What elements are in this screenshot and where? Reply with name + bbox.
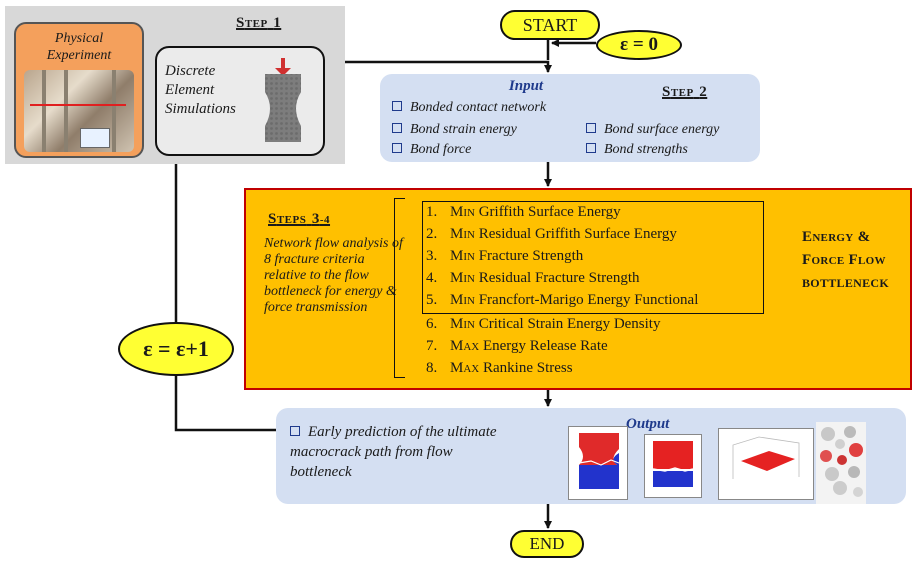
output-title: Output [626, 416, 670, 432]
criteria-brace [394, 198, 405, 378]
criterion-2: 2.MIN Residual Griffith Surface Energy [426, 226, 677, 242]
criterion-8: 8.MAX Rankine Stress [426, 360, 573, 376]
epsilon-init: ε = 0 [596, 30, 682, 60]
steps34-box: STEPS 3-4 Network flow analysis of 8 fra… [244, 188, 912, 390]
output-box: Early prediction of the ultimate macrocr… [276, 408, 906, 504]
simulation-label: Discrete Element Simulations [165, 63, 236, 117]
bottleneck-criteria-frame [422, 201, 764, 314]
step1-title: STEP 1 [236, 15, 282, 31]
physical-experiment-label: Physical Experiment [46, 31, 112, 63]
experiment-photo [24, 70, 134, 152]
checkbox-icon [392, 143, 402, 153]
step2-title: STEP 2 [662, 84, 708, 100]
criterion-6: 6.MIN Critical Strain Energy Density [426, 316, 661, 332]
input-title: Input [508, 78, 544, 94]
checkbox-icon [586, 123, 596, 133]
criterion-4: 4.MIN Residual Fracture Strength [426, 270, 640, 286]
specimen-icon [265, 58, 301, 142]
bottleneck-line-1: ENERGY & [802, 229, 871, 245]
input-item: Bonded contact network [392, 100, 546, 116]
checkbox-icon [392, 101, 402, 111]
criterion-3: 3.MIN Fracture Strength [426, 248, 584, 264]
output-description: Early prediction of the ultimate macrocr… [290, 424, 497, 480]
criterion-1: 1.MIN Griffith Surface Energy [426, 204, 621, 220]
criterion-5: 5.MIN Francfort-Marigo Energy Functional [426, 292, 699, 308]
bottleneck-surface-plot [718, 428, 814, 500]
input-item: Bond strain energy [392, 122, 517, 138]
checkbox-icon [586, 143, 596, 153]
bottleneck-line-2: FORCE FLOW [802, 252, 886, 268]
steps34-title: STEPS 3-4 [268, 211, 331, 227]
simulation-box: Discrete Element Simulations [155, 46, 325, 156]
particle-specimen-render [816, 422, 866, 504]
start-terminal: START [500, 10, 600, 40]
checkbox-icon [290, 426, 300, 436]
criterion-7: 7.MAX Energy Release Rate [426, 338, 608, 354]
checkbox-icon [392, 123, 402, 133]
energy-force-bottleneck-label: ENERGY & FORCE FLOW bottleneck [802, 226, 912, 294]
crack-prediction-plot-2 [644, 434, 702, 498]
end-terminal: END [510, 530, 584, 558]
epsilon-increment: ε = ε+1 [118, 322, 234, 376]
steps34-description: Network flow analysis of 8 fracture crit… [264, 236, 403, 315]
step2-input-box: Input STEP 2 Bonded contact network Bond… [380, 74, 760, 162]
physical-experiment-box: Physical Experiment [14, 22, 144, 158]
arrow-step1-to-input [321, 60, 552, 73]
crack-prediction-plot-1 [568, 426, 628, 500]
bottleneck-line-3: bottleneck [802, 276, 890, 290]
input-item: Bond strengths [586, 142, 688, 158]
input-item: Bond surface energy [586, 122, 719, 138]
arrow-output-loop [174, 372, 276, 432]
input-item: Bond force [392, 142, 471, 158]
